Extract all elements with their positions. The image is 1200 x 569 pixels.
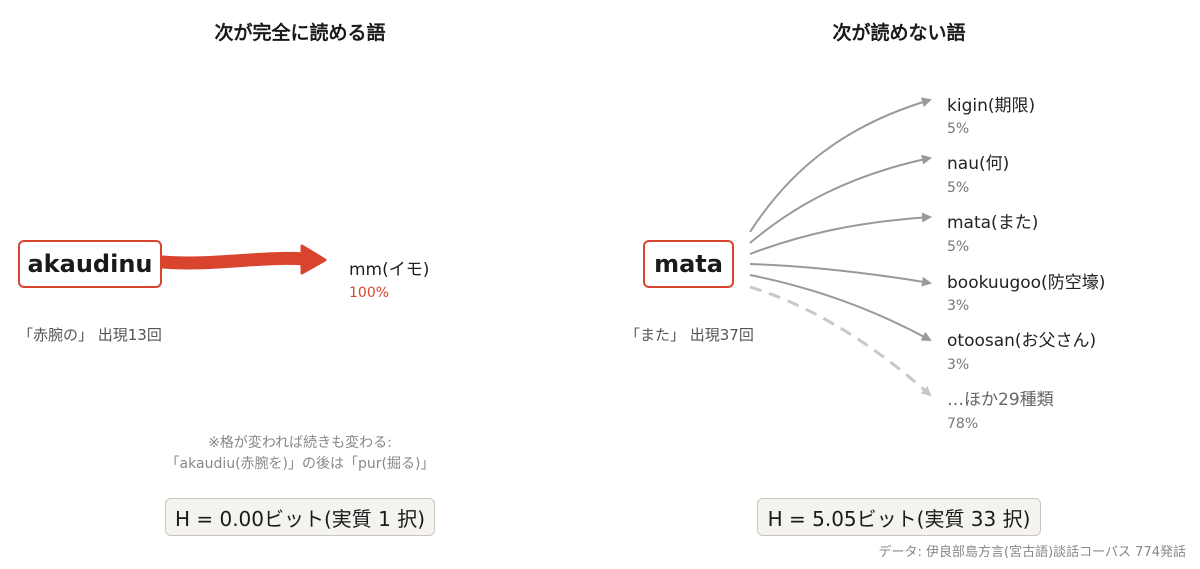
right-target-word-other: …ほか29種類 xyxy=(947,390,1054,410)
right-target-word-4: bookuugoo(防空壕) xyxy=(947,273,1106,293)
right-word-meta: 「また」 出現37回 xyxy=(625,326,754,344)
right-panel-title: 次が読めない語 xyxy=(832,22,966,44)
right-arrow-5 xyxy=(749,274,932,341)
right-target-pct-3: 5% xyxy=(947,239,970,255)
right-arrow-4 xyxy=(749,263,932,287)
left-word: akaudinu xyxy=(27,250,153,278)
left-arrowhead xyxy=(300,244,327,275)
right-target-word-2: nau(何) xyxy=(947,154,1010,174)
right-arrow-3 xyxy=(749,212,932,255)
right-entropy: H = 5.05ビット(実質 33 択) xyxy=(767,506,1031,531)
right-target-word-3: mata(また) xyxy=(947,213,1039,233)
left-panel-title: 次が完全に読める語 xyxy=(214,22,386,44)
right-target-pct-5: 3% xyxy=(947,357,970,373)
left-arrow xyxy=(155,251,312,270)
right-target-pct-1: 5% xyxy=(947,121,970,137)
right-word-box: mata xyxy=(643,240,734,288)
right-target-pct-other: 78% xyxy=(947,416,979,432)
right-target-word-5: otoosan(お父さん) xyxy=(947,331,1097,351)
left-entropy: H = 0.00ビット(実質 1 択) xyxy=(174,506,426,531)
right-arrow-1 xyxy=(749,97,932,233)
right-target-pct-2: 5% xyxy=(947,180,970,196)
right-arrow-other xyxy=(749,285,932,397)
case-note-line2: 「akaudiu(赤腕を)」の後は「pur(掘る)」 xyxy=(165,456,435,472)
data-source-footer: データ: 伊良部島方言(宮古語)談話コーパス 774発話 xyxy=(878,545,1186,560)
right-target-pct-4: 3% xyxy=(947,298,970,314)
left-target-word: mm(イモ) xyxy=(349,260,430,280)
right-arrow-2 xyxy=(749,154,932,244)
left-word-meta: 「赤腕の」 出現13回 xyxy=(18,326,162,344)
right-entropy-box: H = 5.05ビット(実質 33 択) xyxy=(757,498,1041,536)
case-note-line1: ※格が変われば続きも変わる: xyxy=(208,435,392,451)
left-word-box: akaudinu xyxy=(18,240,162,288)
right-word: mata xyxy=(654,250,723,278)
right-target-word-1: kigin(期限) xyxy=(947,96,1036,116)
left-entropy-box: H = 0.00ビット(実質 1 択) xyxy=(165,498,435,536)
left-target-pct: 100% xyxy=(349,285,390,301)
case-note: ※格が変われば続きも変わる: 「akaudiu(赤腕を)」の後は「pur(掘る)… xyxy=(100,433,500,475)
